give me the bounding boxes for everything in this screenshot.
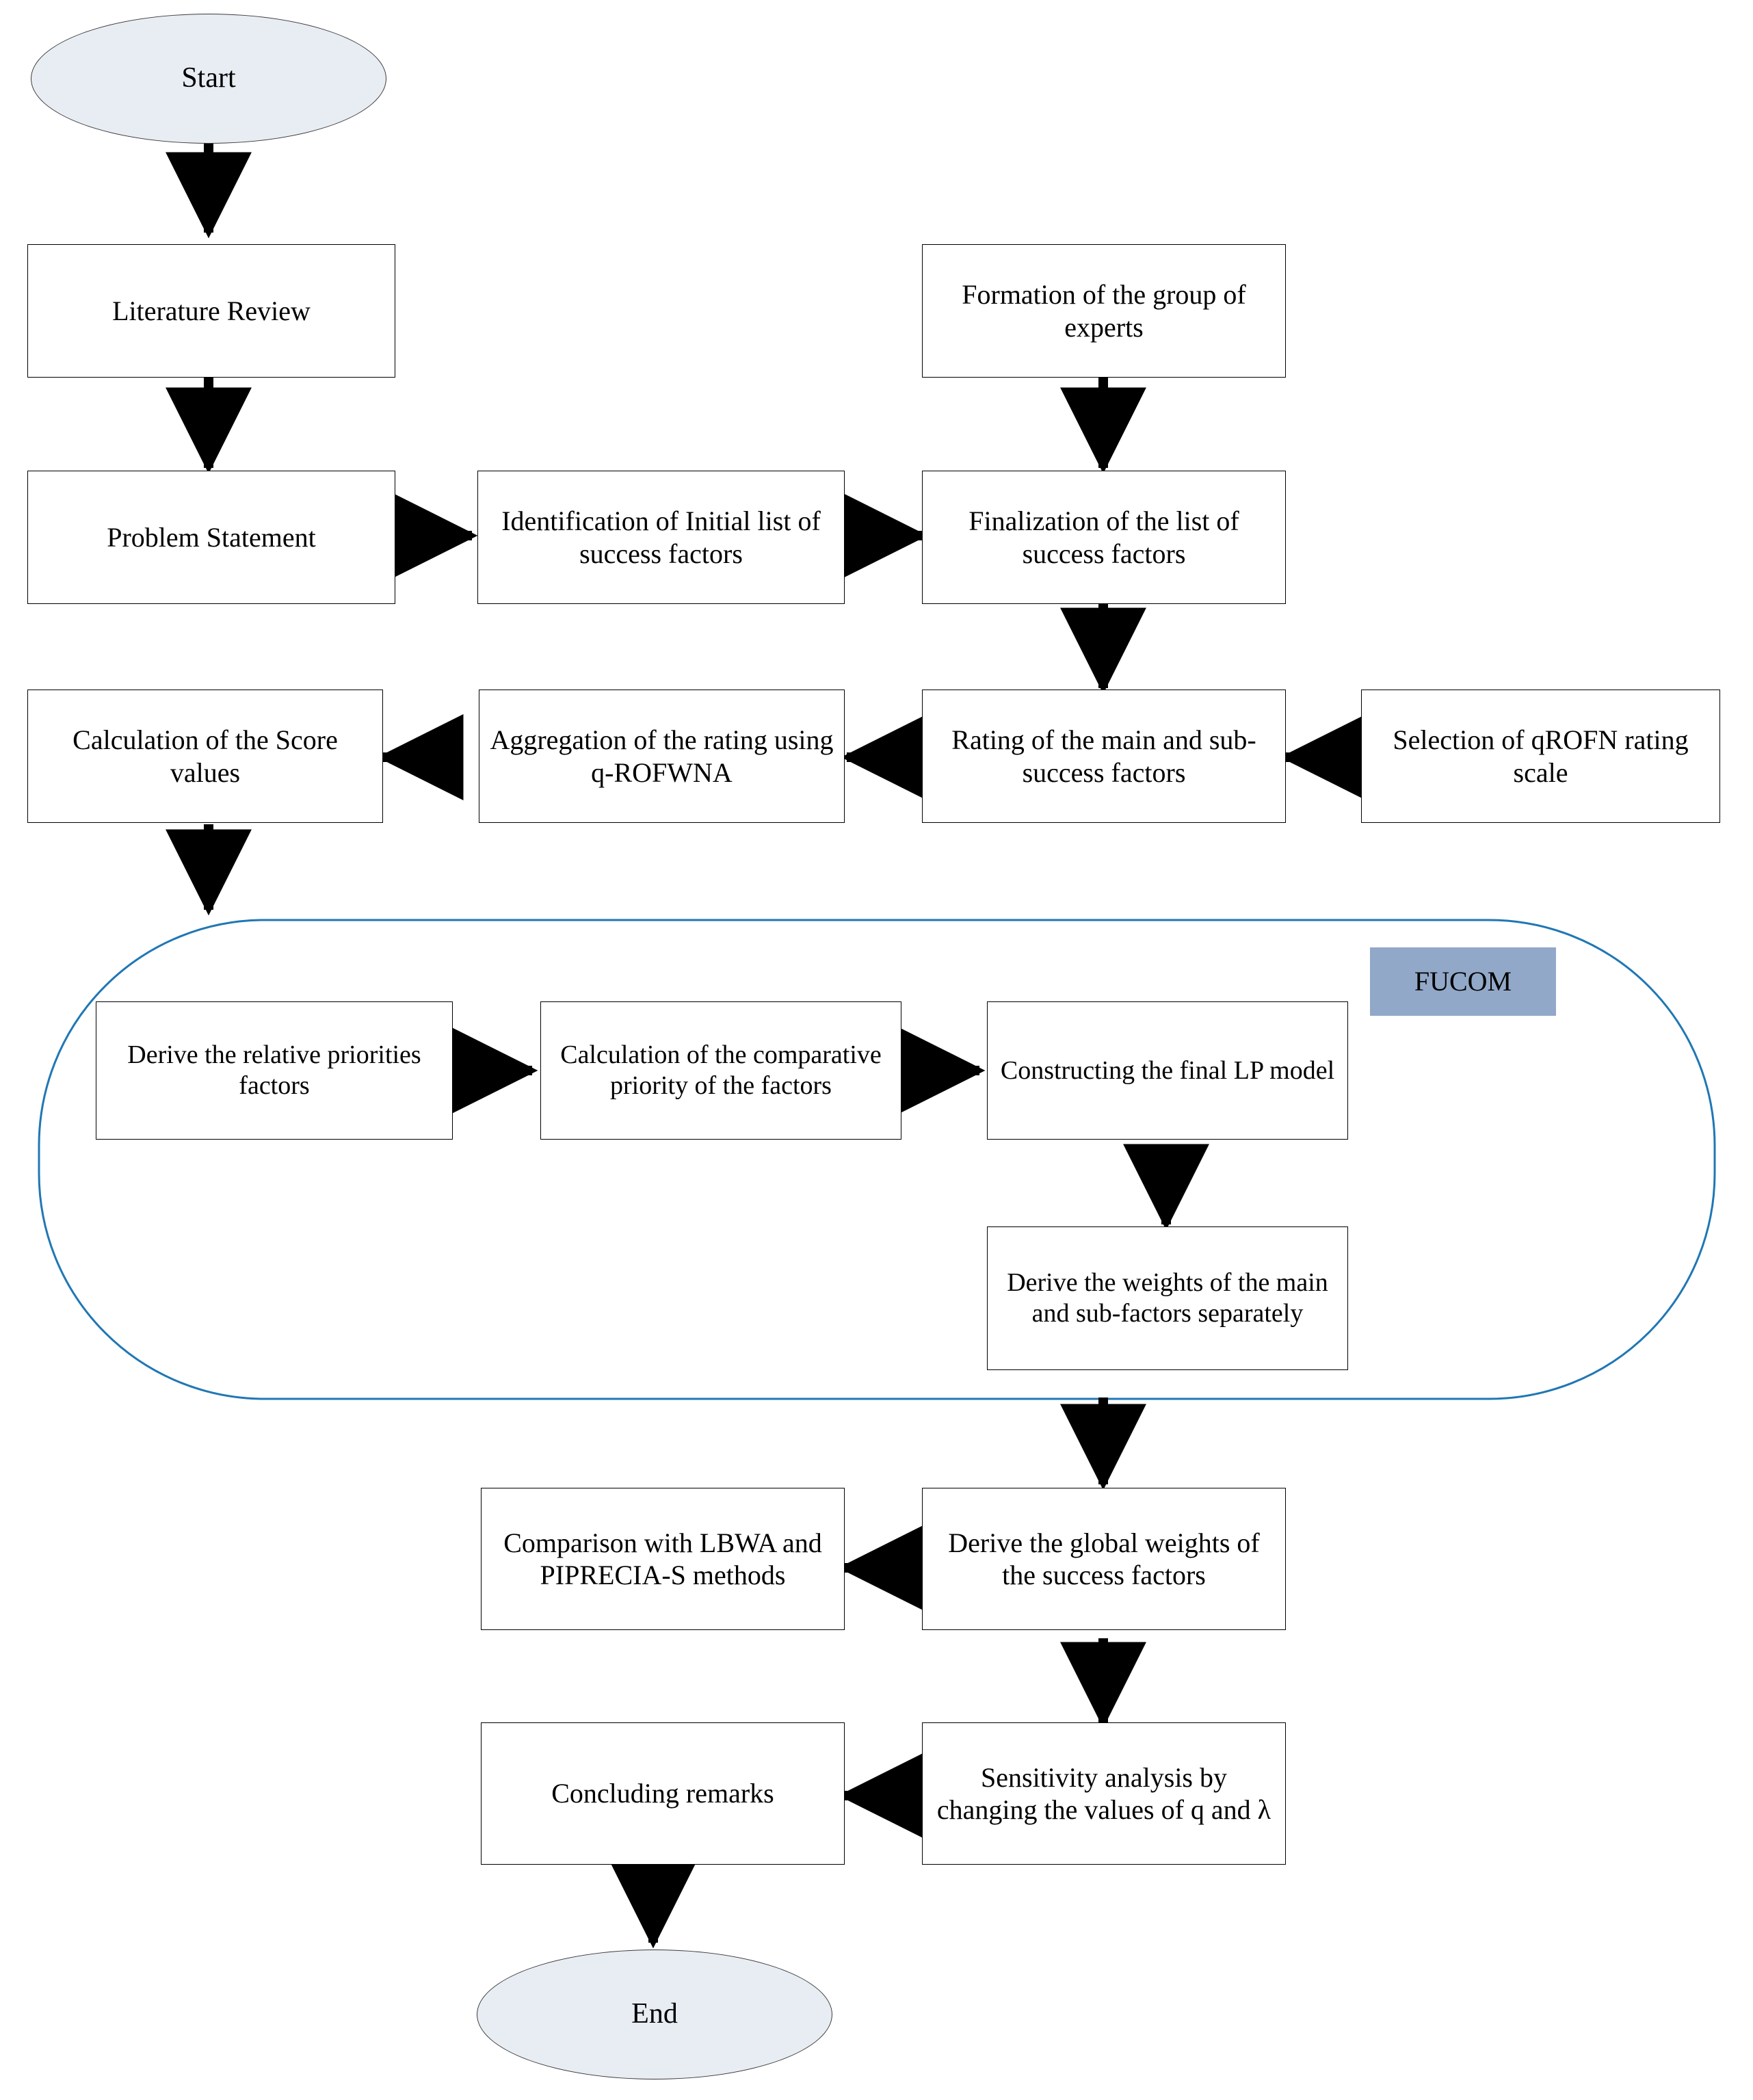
fucom-group-boundary	[38, 919, 1716, 1400]
node-problem-statement[interactable]: Problem Statement	[27, 471, 395, 604]
node-derive-weights-main-sub[interactable]: Derive the weights of the main and sub-f…	[987, 1226, 1348, 1370]
node-start-label: Start	[181, 62, 236, 94]
node-sensitivity-analysis[interactable]: Sensitivity analysis by changing the val…	[922, 1722, 1286, 1865]
node-derive-global-weights[interactable]: Derive the global weights of the success…	[922, 1488, 1286, 1630]
node-derive-relative-priorities[interactable]: Derive the relative priorities factors	[96, 1001, 453, 1140]
node-comparison-methods[interactable]: Comparison with LBWA and PIPRECIA-S meth…	[481, 1488, 845, 1630]
node-literature-review-label: Literature Review	[112, 295, 311, 326]
node-rating-main-sub-label: Rating of the main and sub-success facto…	[951, 724, 1256, 788]
node-calculation-score-values-label: Calculation of the Score values	[73, 724, 338, 788]
node-selection-qrofn-scale[interactable]: Selection of qROFN rating scale	[1361, 690, 1720, 823]
node-derive-weights-main-sub-label: Derive the weights of the main and sub-f…	[1007, 1268, 1328, 1328]
node-formation-group-experts[interactable]: Formation of the group of experts	[922, 244, 1286, 378]
node-end[interactable]: End	[477, 1950, 832, 2079]
node-concluding-remarks[interactable]: Concluding remarks	[481, 1722, 845, 1865]
node-derive-relative-priorities-label: Derive the relative priorities factors	[127, 1040, 421, 1100]
node-identification-initial-list-label: Identification of Initial list of succes…	[501, 506, 821, 569]
node-calculation-comparative-priority-label: Calculation of the comparative priority …	[560, 1040, 882, 1100]
node-finalization-list[interactable]: Finalization of the list of success fact…	[922, 471, 1286, 604]
node-rating-main-sub[interactable]: Rating of the main and sub-success facto…	[922, 690, 1286, 823]
node-aggregation-rating-label: Aggregation of the rating using q-ROFWNA	[490, 724, 834, 788]
node-identification-initial-list[interactable]: Identification of Initial list of succes…	[477, 471, 845, 604]
node-literature-review[interactable]: Literature Review	[27, 244, 395, 378]
node-problem-statement-label: Problem Statement	[107, 521, 316, 553]
node-formation-group-experts-label: Formation of the group of experts	[962, 279, 1246, 343]
node-derive-global-weights-label: Derive the global weights of the success…	[948, 1527, 1260, 1590]
node-comparison-methods-label: Comparison with LBWA and PIPRECIA-S meth…	[503, 1527, 822, 1590]
node-constructing-lp-model-label: Constructing the final LP model	[1000, 1055, 1335, 1085]
fucom-group-badge: FUCOM	[1370, 947, 1556, 1016]
node-calculation-score-values[interactable]: Calculation of the Score values	[27, 690, 383, 823]
node-calculation-comparative-priority[interactable]: Calculation of the comparative priority …	[540, 1001, 901, 1140]
fucom-group-badge-label: FUCOM	[1414, 966, 1512, 997]
node-end-label: End	[631, 1998, 678, 2030]
node-selection-qrofn-scale-label: Selection of qROFN rating scale	[1393, 724, 1689, 788]
node-sensitivity-analysis-label: Sensitivity analysis by changing the val…	[936, 1761, 1271, 1825]
node-start[interactable]: Start	[31, 14, 386, 144]
node-aggregation-rating[interactable]: Aggregation of the rating using q-ROFWNA	[479, 690, 845, 823]
node-finalization-list-label: Finalization of the list of success fact…	[968, 506, 1239, 569]
node-concluding-remarks-label: Concluding remarks	[551, 1778, 774, 1809]
node-constructing-lp-model[interactable]: Constructing the final LP model	[987, 1001, 1348, 1140]
